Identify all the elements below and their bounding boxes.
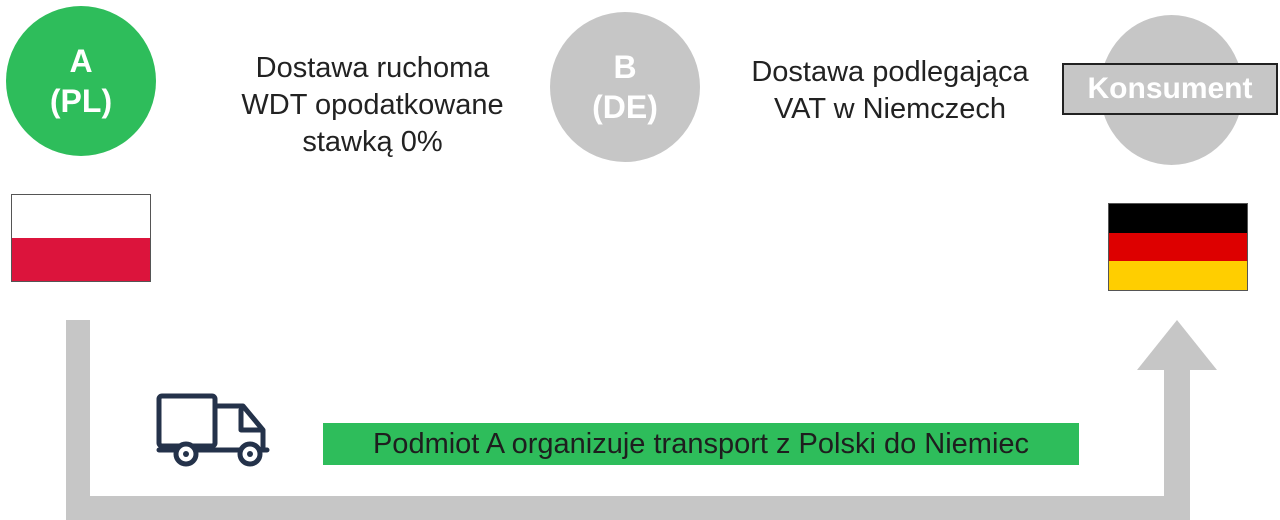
- germany-flag-black-stripe: [1109, 204, 1247, 233]
- germany-flag-icon: [1108, 203, 1248, 291]
- transport-arrowhead-icon: [1137, 320, 1217, 370]
- node-b-label: B: [613, 49, 637, 85]
- poland-flag-white-stripe: [12, 195, 150, 238]
- node-a-country: (PL): [49, 83, 113, 119]
- node-b-germany: B (DE): [550, 12, 700, 162]
- poland-flag-icon: [11, 194, 151, 282]
- supply-b-to-consumer-description: Dostawa podlegająca VAT w Niemczech: [751, 56, 1029, 125]
- transport-caption: Podmiot A organizuje transport z Polski …: [323, 423, 1079, 465]
- transport-route-down: [66, 320, 90, 520]
- poland-flag-red-stripe: [12, 238, 150, 281]
- germany-flag-red-stripe: [1109, 232, 1247, 262]
- transport-route-bottom: [66, 496, 1190, 520]
- transport-route-up: [1164, 360, 1190, 520]
- node-a-poland: A (PL): [6, 6, 156, 156]
- germany-flag-gold-stripe: [1109, 261, 1247, 290]
- consumer-label: Konsument: [1062, 63, 1278, 115]
- supply-a-to-b-description: Dostawa ruchoma WDT opodatkowane stawką …: [241, 52, 504, 158]
- node-b-country: (DE): [592, 89, 658, 125]
- truck-icon: [156, 393, 270, 467]
- node-a-label: A: [69, 43, 93, 79]
